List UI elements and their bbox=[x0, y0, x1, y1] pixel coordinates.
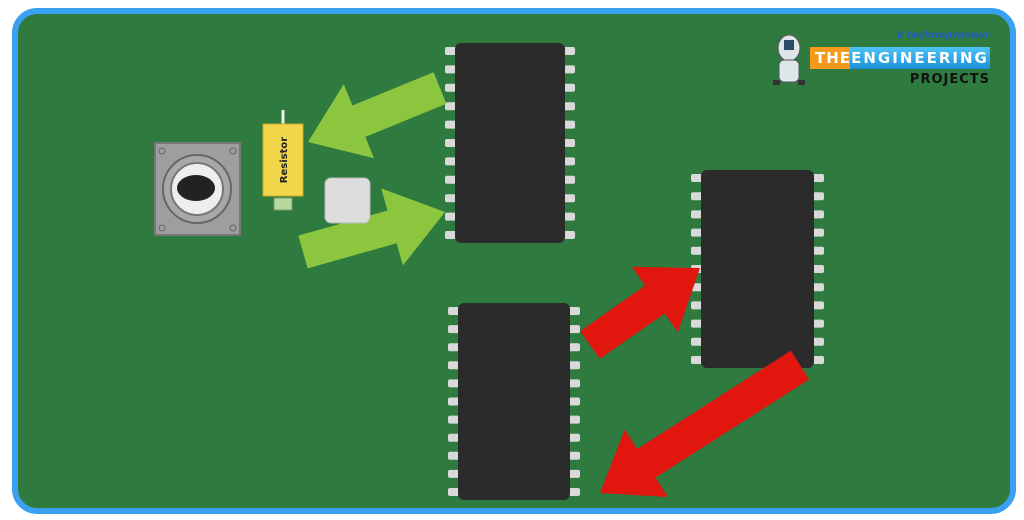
chip-pin bbox=[448, 343, 460, 352]
logo-projects: PROJECTS bbox=[909, 72, 990, 87]
red-arrow-to-chip-2 bbox=[580, 266, 700, 359]
chip-pin bbox=[445, 120, 457, 129]
chip-pin bbox=[563, 83, 575, 92]
chip-pin bbox=[812, 210, 824, 219]
chip-pin bbox=[568, 325, 580, 334]
chip-pin bbox=[448, 415, 460, 424]
chip-body bbox=[458, 303, 570, 500]
chip-pin bbox=[691, 356, 703, 364]
chip-pin bbox=[563, 120, 575, 129]
chip-pin bbox=[812, 228, 824, 237]
chip-pin bbox=[445, 65, 457, 74]
chip-pin bbox=[445, 231, 457, 239]
chip-pin bbox=[448, 433, 460, 442]
chip-pin bbox=[812, 246, 824, 255]
chip-pin bbox=[812, 265, 824, 273]
chip-pin bbox=[563, 194, 575, 203]
chip-pin bbox=[812, 174, 824, 182]
chip-pin bbox=[812, 337, 824, 346]
chip-pin bbox=[563, 231, 575, 239]
chip-pin bbox=[448, 325, 460, 334]
chip-pin bbox=[691, 301, 703, 310]
chip-pin bbox=[568, 361, 580, 370]
chip-pin bbox=[568, 488, 580, 496]
chip-pin bbox=[568, 451, 580, 460]
chip-pin bbox=[691, 337, 703, 346]
chip-pin bbox=[448, 451, 460, 460]
chip-pin bbox=[812, 356, 824, 364]
chip-pin bbox=[563, 102, 575, 111]
resistor-component bbox=[262, 110, 304, 211]
chip-pin bbox=[812, 319, 824, 328]
chip-pin bbox=[812, 301, 824, 310]
chip-pin bbox=[568, 307, 580, 315]
chip-pin bbox=[568, 433, 580, 442]
chip-body bbox=[701, 170, 814, 368]
chip-pin bbox=[445, 102, 457, 111]
chip-pin bbox=[563, 47, 575, 55]
logo-engineering: ENGINEERING bbox=[850, 47, 990, 69]
chip-pin bbox=[691, 228, 703, 237]
chip-pin bbox=[445, 157, 457, 166]
chip-pin bbox=[445, 47, 457, 55]
engineering-projects-logo: # technopreneur THE ENGINEERING PROJECTS bbox=[770, 30, 995, 92]
chip-pin bbox=[568, 397, 580, 406]
ic-chip-3 bbox=[448, 303, 580, 500]
ic-chip-1 bbox=[445, 43, 575, 243]
chip-pin bbox=[563, 157, 575, 166]
chip-pin bbox=[691, 192, 703, 201]
chip-pin bbox=[691, 174, 703, 182]
chip-pin bbox=[563, 65, 575, 74]
capacitor-component bbox=[324, 177, 371, 224]
chip-pin bbox=[812, 192, 824, 201]
chip-pin bbox=[568, 469, 580, 478]
chip-pin bbox=[691, 246, 703, 255]
chip-pin bbox=[445, 194, 457, 203]
logo-the: THE bbox=[810, 47, 857, 69]
chip-pin bbox=[568, 343, 580, 352]
red-arrow-to-chip-3 bbox=[600, 350, 810, 498]
chip-pin bbox=[568, 379, 580, 388]
chip-pin bbox=[448, 307, 460, 315]
chip-pin bbox=[448, 488, 460, 496]
chip-pin bbox=[563, 212, 575, 221]
chip-pin bbox=[445, 175, 457, 184]
chip-pin bbox=[691, 319, 703, 328]
chip-pin bbox=[445, 139, 457, 147]
speaker-component bbox=[154, 142, 241, 236]
chip-pin bbox=[448, 361, 460, 370]
robot-mascot-icon bbox=[773, 34, 805, 85]
chip-pin bbox=[445, 83, 457, 92]
logo-tagline: # technopreneur bbox=[896, 30, 990, 41]
green-arrow-to-chip bbox=[298, 188, 445, 269]
chip-pin bbox=[568, 415, 580, 424]
chip-body bbox=[455, 43, 565, 243]
chip-pin bbox=[691, 210, 703, 219]
chip-pin bbox=[448, 397, 460, 406]
chip-pin bbox=[448, 379, 460, 388]
chip-pin bbox=[445, 212, 457, 221]
resistor-label: Resistor bbox=[279, 137, 290, 183]
chip-pin bbox=[448, 469, 460, 478]
ic-chip-2 bbox=[691, 170, 824, 368]
chip-pin bbox=[563, 175, 575, 184]
chip-pin bbox=[812, 283, 824, 292]
green-arrow-to-resistor bbox=[308, 72, 447, 159]
chip-pin bbox=[563, 139, 575, 147]
